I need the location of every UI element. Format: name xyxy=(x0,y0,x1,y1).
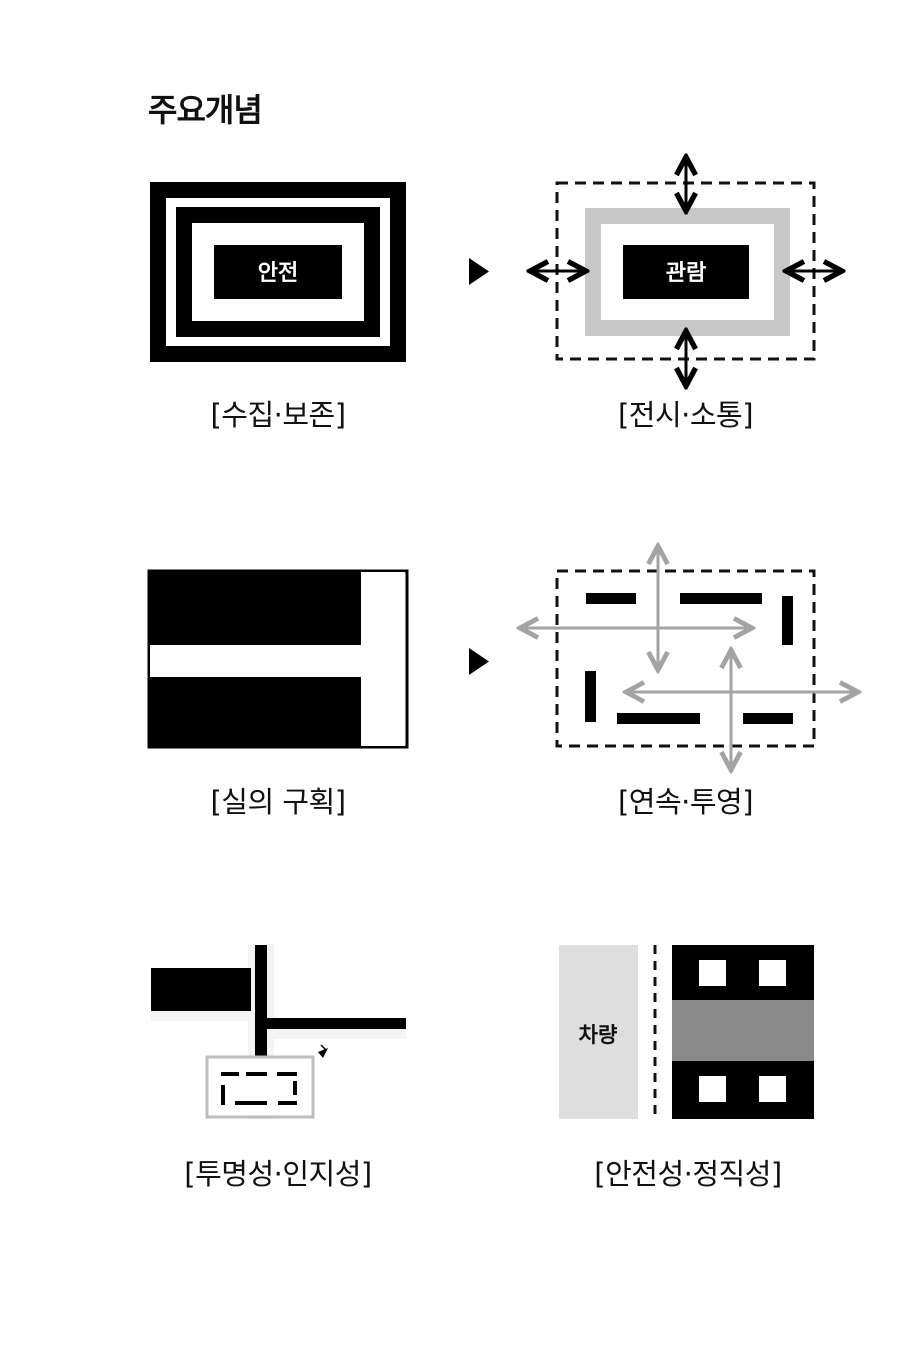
wall-segment-6 xyxy=(743,713,793,724)
collection-preservation-diagram: 안전 xyxy=(150,182,406,362)
white-zone-upper-right xyxy=(274,945,406,1018)
room-division-diagram xyxy=(147,569,409,749)
window-top-right xyxy=(759,960,786,986)
exhibition-communication-diagram: 관람 xyxy=(530,157,842,386)
wall-segment-1 xyxy=(586,593,636,604)
wall-segment-3 xyxy=(782,596,793,645)
wall-segment-4 xyxy=(585,671,596,722)
window-top-left xyxy=(699,960,726,986)
pavilion-dash-2 xyxy=(246,1072,267,1076)
building-middle-gray xyxy=(672,1000,814,1061)
transparency-recognition-diagram xyxy=(151,945,406,1119)
pavilion-dash-7 xyxy=(278,1101,297,1105)
vertical-black-wall xyxy=(255,945,267,1059)
building-bottom-black xyxy=(672,1061,814,1119)
safety-core-box xyxy=(214,245,342,299)
safety-core-label: 안전 xyxy=(258,261,298,286)
corridor-gap xyxy=(150,645,361,677)
lower-room-block xyxy=(150,677,361,746)
black-massing-block xyxy=(151,968,251,1011)
wall-segment-5 xyxy=(617,713,700,724)
safety-uprightness-diagram: 차량 xyxy=(559,945,814,1119)
pavilion-dash-4 xyxy=(221,1085,225,1105)
continuity-projection-diagram xyxy=(520,546,858,770)
viewing-core-box xyxy=(623,245,749,299)
caption-safety-uprightness: [안전성·정직성] xyxy=(594,1157,782,1191)
pavilion-dash-1 xyxy=(221,1072,239,1076)
viewing-core-label: 관람 xyxy=(666,261,706,286)
caption-collection-preservation: [수집·보존] xyxy=(210,398,346,432)
caption-room-division: [실의 구획] xyxy=(210,785,346,819)
pavilion-dash-3 xyxy=(277,1072,297,1076)
vehicle-zone-label: 차량 xyxy=(579,1023,618,1047)
view-marker xyxy=(318,1048,328,1058)
upper-room-block xyxy=(150,572,361,645)
wall-segment-2 xyxy=(680,593,762,604)
caption-transparency-recognition: [투명성·인지성] xyxy=(184,1157,372,1191)
pavilion-dash-5 xyxy=(293,1081,297,1095)
vertical-hall xyxy=(361,572,405,746)
vehicle-zone xyxy=(559,945,638,1119)
caption-exhibition-communication: [전시·소통] xyxy=(617,398,754,432)
white-zone-upper-left xyxy=(151,945,248,968)
page-title: 주요개념 xyxy=(148,91,263,129)
horizontal-black-wall xyxy=(267,1018,406,1029)
view-marker-tick xyxy=(320,1044,327,1051)
caption-continuity-projection: [연속·투영] xyxy=(617,785,754,819)
pavilion-dash-6 xyxy=(235,1101,267,1105)
window-bottom-left xyxy=(699,1076,726,1102)
transition-arrow-2 xyxy=(469,648,489,675)
window-bottom-right xyxy=(759,1076,786,1102)
transition-arrow-1 xyxy=(469,258,489,285)
building-top-black xyxy=(672,945,814,1000)
continuity-dashed-boundary xyxy=(555,569,816,748)
